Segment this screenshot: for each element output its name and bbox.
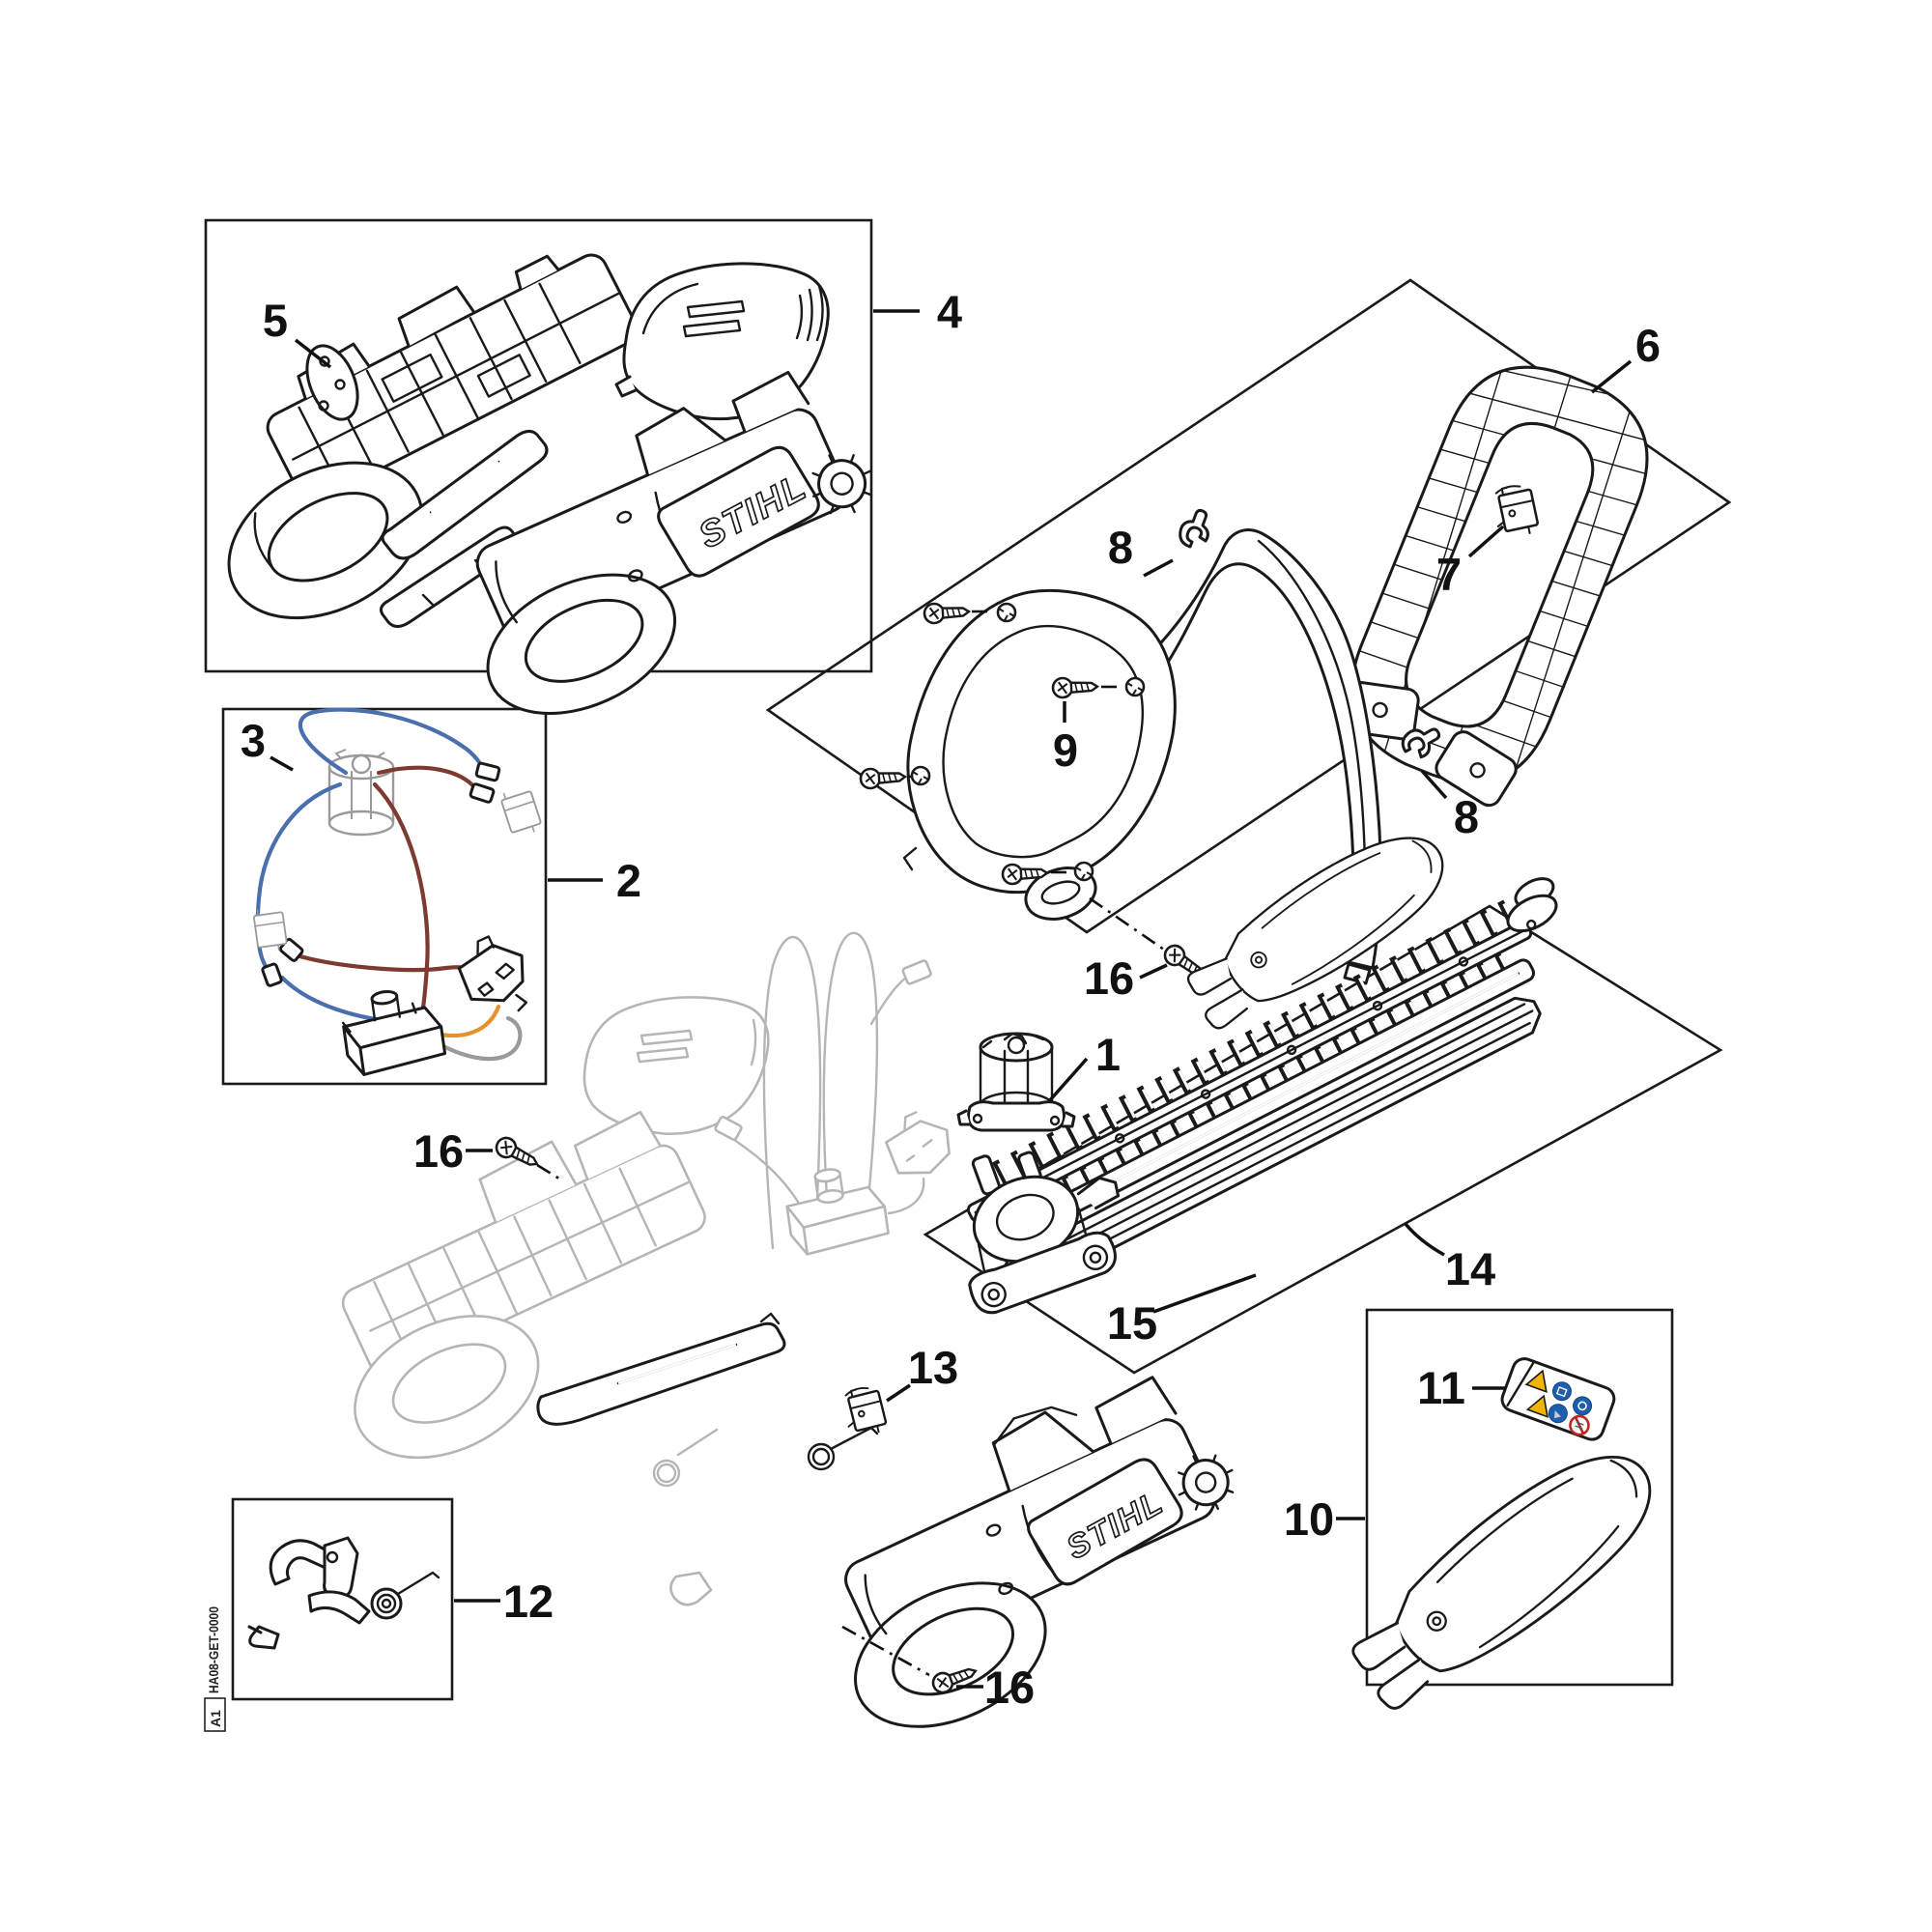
callout-16a: 16 [1084,952,1134,1004]
handle-screw-pair-mid [1051,675,1146,699]
callout-8a: 8 [1108,522,1133,573]
revision-label: A1 [208,1710,223,1727]
housing-screw-left-guide [536,1163,563,1182]
eye-protection-icon [1573,1396,1593,1416]
callout-11: 11 [1417,1362,1465,1413]
diagram-code: HA08-GET-0000 [206,1606,221,1693]
warning-triangle-icon [1524,1369,1548,1393]
callout-6: 6 [1635,320,1661,371]
handle-screw-pair-top [923,600,1017,625]
contact-block [341,989,447,1076]
brown-wire-mid [372,781,430,1021]
handle-screw-pair-left [859,765,931,790]
warning-triangle-icon-2 [1525,1394,1549,1418]
callout-12: 12 [503,1576,554,1627]
callout-15: 15 [1107,1297,1157,1349]
collar-screw-pair [1001,861,1094,886]
brown-wire-top [376,765,478,791]
spade-connector-3 [261,962,283,987]
glove-protection-icon [1548,1404,1568,1424]
prohibition-icon [1569,1414,1590,1436]
blue-wire-top [298,707,487,776]
glove-glyph [1553,1409,1561,1419]
footer-block: HA08-GET-0000 A1 [204,1606,226,1732]
cone-part [247,1625,280,1650]
spring-with-rod [807,1426,879,1471]
brown-wire-cross [291,952,478,977]
switch-lever-strip [536,1312,786,1426]
harness-micro-switch-left [253,909,288,952]
stihl-logo-panel: STIHL [657,445,820,578]
ghost-wiring-harness [762,931,951,1256]
trigger-blade [307,1590,371,1625]
ghost-connector-wire [714,1116,800,1204]
switch-bracket [457,935,528,1012]
warning-label-sticker [1500,1357,1616,1441]
harness-micro-switch-right [500,790,542,834]
callout-16c: 16 [984,1662,1035,1713]
callout-4: 4 [937,286,962,337]
callout-9: 9 [1053,724,1078,776]
front-loop-handle [902,588,1177,921]
spring-cap [370,1571,440,1620]
wiring-harness-group [253,707,542,1076]
gray-wire [422,1015,523,1062]
trigger-parts-kit [247,1536,440,1650]
collar-screw-guide-line [1089,896,1165,952]
revision-box [204,1697,226,1732]
callout-14: 14 [1445,1243,1495,1294]
callout-13: 13 [908,1342,958,1393]
right-housing-half: STIHL [475,370,873,715]
electric-motor [956,1032,1076,1132]
trigger-lever [323,1536,359,1598]
blue-wire-left [255,781,343,975]
cover-plate [305,344,359,421]
left-housing-half [227,253,639,620]
callout-7: 7 [1436,549,1462,600]
callout-labels: 5 4 3 2 6 7 8 8 9 16 1 14 15 16 13 12 10 [241,286,1661,1713]
ghost-trigger-parts [652,1428,719,1606]
callout-10: 10 [1284,1493,1334,1545]
read-manual-icon [1551,1381,1572,1402]
callout-1: 1 [1095,1029,1121,1080]
callout-8b: 8 [1454,791,1479,842]
gear-head [968,1151,1121,1315]
callout-2: 2 [616,855,641,906]
cutter-blade-assembly [966,877,1558,1293]
spade-connector-2 [469,782,496,804]
inner-baffle [381,430,549,560]
gear-teeth-detail-bottom [1178,1454,1235,1511]
cable-clip-upper-part [1179,508,1209,549]
spade-connector-1 [474,761,501,782]
callout-3: 3 [241,715,266,766]
ghost-housing-half [341,1110,706,1460]
wiring-box [221,707,548,1086]
gear-teeth-detail [811,454,873,515]
trigger-kit-box [231,1497,454,1701]
hand-guard-box [1365,1308,1674,1687]
callout-5: 5 [263,295,288,346]
ghost-vent-cover [582,996,770,1135]
blade-tip-cap [1506,877,1558,933]
callout-16b: 16 [413,1125,464,1177]
